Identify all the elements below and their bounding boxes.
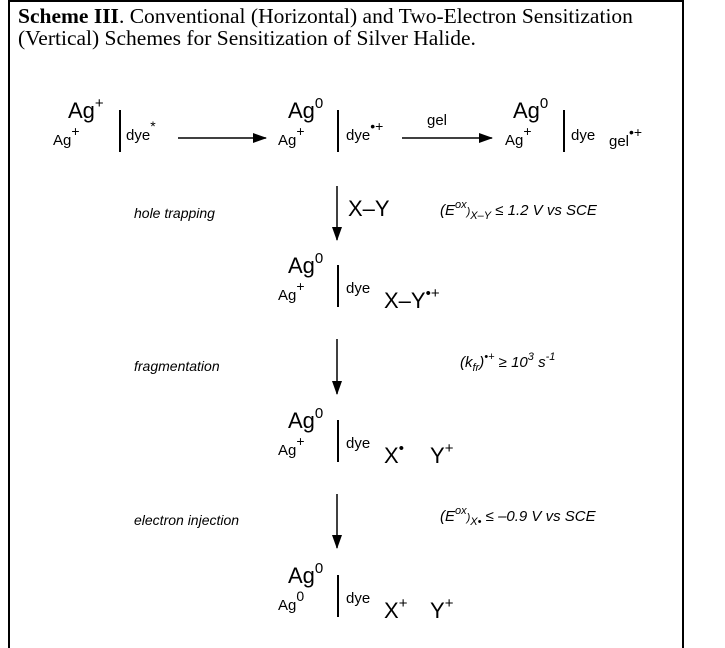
dye-5: dye bbox=[346, 435, 371, 452]
interface-bar-6 bbox=[337, 575, 339, 617]
interface-bar-5 bbox=[337, 420, 339, 462]
dye-1: dye* bbox=[126, 118, 156, 144]
interface-bar-3 bbox=[563, 110, 565, 152]
ag-top-4: Ag0 bbox=[288, 250, 324, 278]
y-cation-6: Y+ bbox=[430, 595, 454, 623]
interface-bar-2 bbox=[337, 110, 339, 152]
condition-oxidation-xy: (Eox)X–Y ≤ 1.2 V vs SCE bbox=[440, 199, 597, 222]
reagent-xy: X–Y bbox=[348, 196, 390, 221]
interface-bar-4 bbox=[337, 265, 339, 307]
ag-top-5: Ag0 bbox=[288, 405, 324, 433]
ag-bottom-5: Ag+ bbox=[278, 433, 305, 459]
caption-text: . Conventional (Horizontal) and Two-Elec… bbox=[18, 4, 633, 50]
ag-bottom-1: Ag+ bbox=[53, 123, 80, 149]
gel-radcat-3: gel•+ bbox=[609, 124, 643, 150]
xy-radcat-4: X–Y•+ bbox=[384, 285, 440, 313]
dye-6: dye bbox=[346, 590, 371, 607]
step-electron-injection: electron injection bbox=[134, 512, 240, 528]
ag-top-1: Ag+ bbox=[68, 95, 104, 123]
ag-bottom-2: Ag+ bbox=[278, 123, 305, 149]
ag-top-6: Ag0 bbox=[288, 560, 324, 588]
step-hole-trapping: hole trapping bbox=[134, 205, 215, 221]
y-cation-5: Y+ bbox=[430, 440, 454, 468]
condition-fragmentation-rate: (kfr)•+ ≥ 103 s-1 bbox=[460, 351, 556, 374]
ag-top-3: Ag0 bbox=[513, 95, 549, 123]
x-cation-6: X+ bbox=[384, 595, 408, 623]
ag-bottom-6: Ag0 bbox=[278, 588, 305, 614]
dye-4: dye bbox=[346, 280, 371, 297]
scheme-caption: Scheme III. Conventional (Horizontal) an… bbox=[18, 5, 658, 49]
arrow-gel-label: gel bbox=[427, 112, 448, 129]
dye-3: dye bbox=[571, 127, 596, 144]
dye-radcat-2: dye•+ bbox=[346, 118, 384, 144]
ag-bottom-4: Ag+ bbox=[278, 278, 305, 304]
ag-bottom-3: Ag+ bbox=[505, 123, 532, 149]
x-radical-5: X• bbox=[384, 440, 404, 468]
ag-top-2: Ag0 bbox=[288, 95, 324, 123]
step-fragmentation: fragmentation bbox=[134, 358, 220, 374]
condition-oxidation-x: (Eox)X• ≤ –0.9 V vs SCE bbox=[440, 505, 596, 528]
caption-label: Scheme III bbox=[18, 4, 119, 28]
scheme-frame bbox=[8, 0, 684, 648]
interface-bar-1 bbox=[119, 110, 121, 152]
